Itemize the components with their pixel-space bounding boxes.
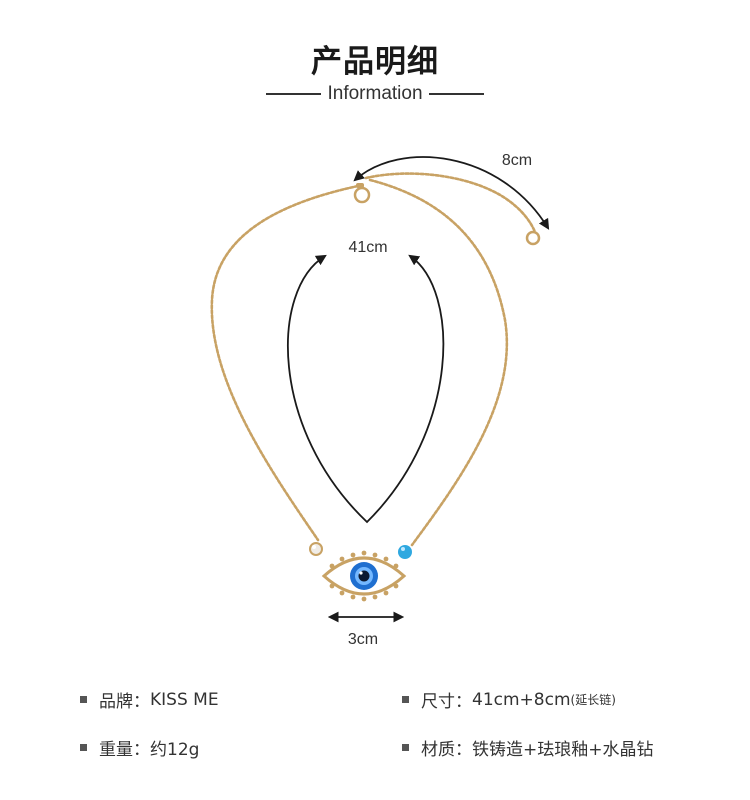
spec-size: 尺寸： 41cm+8cm (延长链)	[402, 687, 616, 712]
spec-weight: 重量： 约12g	[80, 735, 199, 760]
length-arrow	[287, 254, 445, 524]
page-title: 产品明细	[311, 44, 439, 80]
bullet-icon	[80, 744, 87, 751]
bullet-icon	[80, 696, 87, 703]
length-label: 41cm	[348, 239, 387, 256]
extension-arrow	[353, 156, 550, 230]
subtitle-line-left	[266, 93, 322, 95]
spec-weight-label: 重量：	[99, 740, 150, 760]
spec-brand-value: KISS ME	[150, 689, 219, 710]
bullet-icon	[402, 696, 409, 703]
bullet-icon	[402, 744, 409, 751]
crystal-bead	[309, 542, 323, 556]
blue-bead	[398, 545, 412, 559]
necklace-chain	[210, 172, 537, 547]
pendant-width-label: 3cm	[348, 631, 378, 648]
spec-material-value: 铁铸造+珐琅釉+水晶钻	[472, 740, 654, 760]
extension-label: 8cm	[502, 152, 532, 169]
spec-size-label: 尺寸：	[421, 692, 472, 712]
end-ring	[525, 230, 541, 246]
spec-material-label: 材质：	[421, 740, 472, 760]
spec-weight-value: 约12g	[150, 740, 200, 760]
spec-brand: 品牌： KISS ME	[80, 687, 219, 712]
evil-eye-pendant	[321, 550, 407, 602]
subtitle: Information	[327, 83, 423, 104]
spec-material: 材质： 铁铸造+珐琅釉+水晶钻	[402, 735, 654, 760]
spec-size-note: (延长链)	[570, 693, 616, 707]
subtitle-row: Information	[0, 80, 750, 108]
subtitle-line-right	[428, 93, 484, 95]
clasp	[353, 183, 371, 204]
spec-size-value: 41cm+8cm	[472, 689, 571, 710]
spec-brand-label: 品牌：	[99, 692, 150, 712]
